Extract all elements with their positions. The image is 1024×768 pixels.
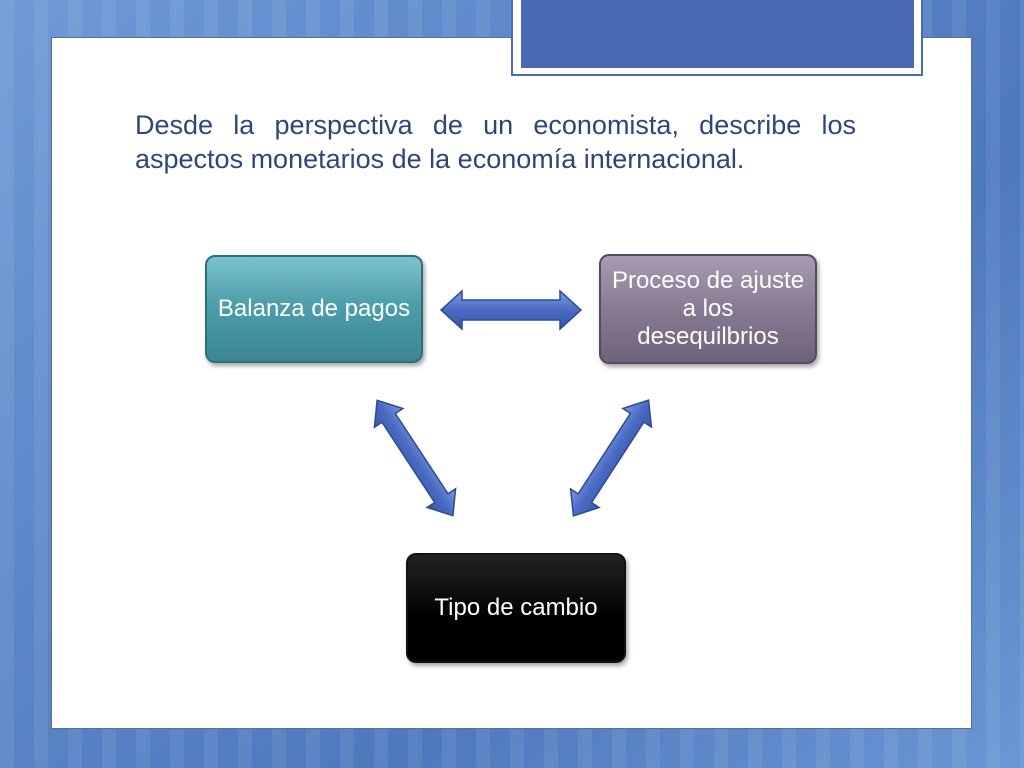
arrow-balanza-proceso: [439, 289, 583, 331]
node-label: Balanza de pagos: [217, 295, 411, 322]
arrow-balanza-tipo: [373, 399, 457, 517]
node-tipo-de-cambio: Tipo de cambio: [406, 553, 626, 663]
node-label: Tipo de cambio: [434, 594, 598, 621]
node-label: Proceso de ajuste a los desequilbrios: [611, 267, 805, 350]
header-accent-bar: [521, 0, 914, 68]
node-proceso-de-ajuste: Proceso de ajuste a los desequilbrios: [599, 254, 817, 364]
node-balanza-de-pagos: Balanza de pagos: [205, 255, 423, 363]
arrow-proceso-tipo: [569, 399, 653, 517]
slide-title: Desde la perspectiva de un economista, d…: [135, 110, 856, 174]
